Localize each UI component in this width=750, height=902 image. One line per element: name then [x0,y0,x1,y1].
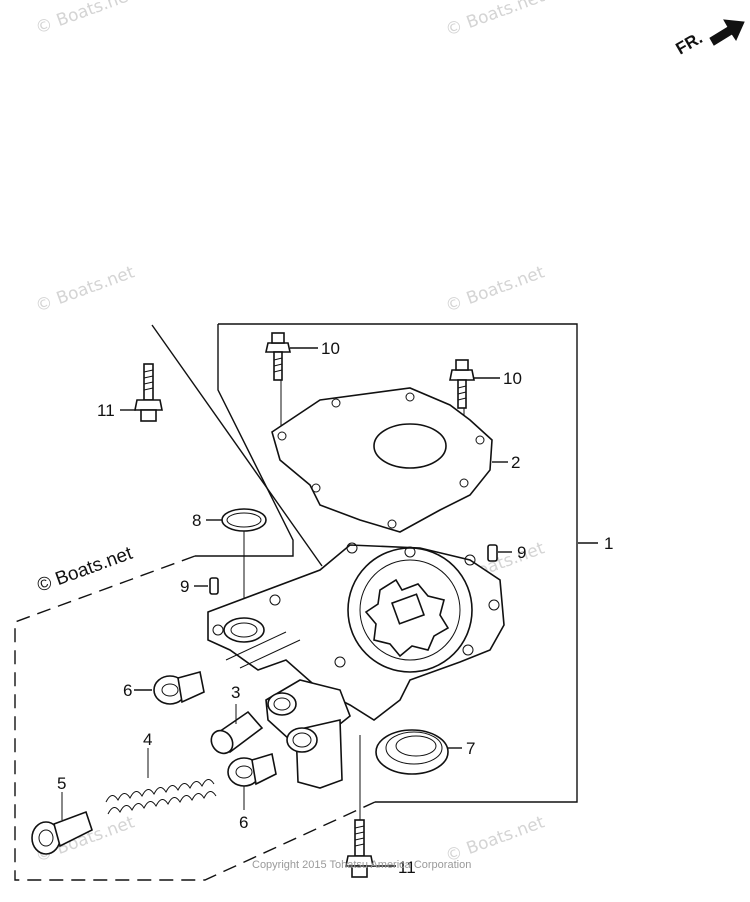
callout-7: 7 [466,739,475,758]
plug-part-6-upper [134,671,205,705]
pump-body-part-1 [207,542,598,789]
callout-6b: 6 [239,813,248,832]
bolt-part-11-bottom [345,735,396,878]
bolt-part-11-top [120,363,163,422]
watermark-dark: © Boats.net [35,543,136,597]
dowel-pin-part-9-right [487,544,512,562]
callout-4: 4 [143,730,152,749]
assembly-boundary [195,323,578,803]
bolt-part-10-left [265,332,318,432]
watermark: © Boats.net [443,0,548,41]
callout-11a: 11 [97,401,115,420]
plug-part-6-lower [227,752,277,810]
callout-8: 8 [192,511,201,530]
leader-line [151,324,323,567]
cover-plate-part-2 [271,387,508,533]
callout-1: 1 [604,534,613,553]
callout-11b: 11 [398,858,416,877]
callout-9b: 9 [517,543,526,562]
front-direction-label: FR. [673,28,706,58]
relief-spring-part-4 [105,748,217,815]
oil-seal-part-7 [375,729,462,775]
callout-3: 3 [231,683,240,702]
callout-10b: 10 [503,369,522,388]
watermark: © Boats.net [443,262,548,316]
watermark: © Boats.net [33,262,138,316]
callout-5: 5 [57,774,66,793]
callout-2: 2 [511,453,520,472]
callout-9a: 9 [180,577,189,596]
watermark: © Boats.net [33,0,138,39]
o-ring-part-8 [206,508,267,620]
dowel-pin-part-9-left [194,577,219,595]
callout-10a: 10 [321,339,340,358]
assembly-boundary-dashed [14,555,376,881]
front-direction-arrow-icon: FR. [673,19,745,58]
plug-bolt-part-5 [31,792,93,855]
callout-6a: 6 [123,681,132,700]
copyright-notice: Copyright 2015 Tohatsu America Corporati… [252,859,471,871]
relief-sleeve-part-3 [210,704,264,755]
